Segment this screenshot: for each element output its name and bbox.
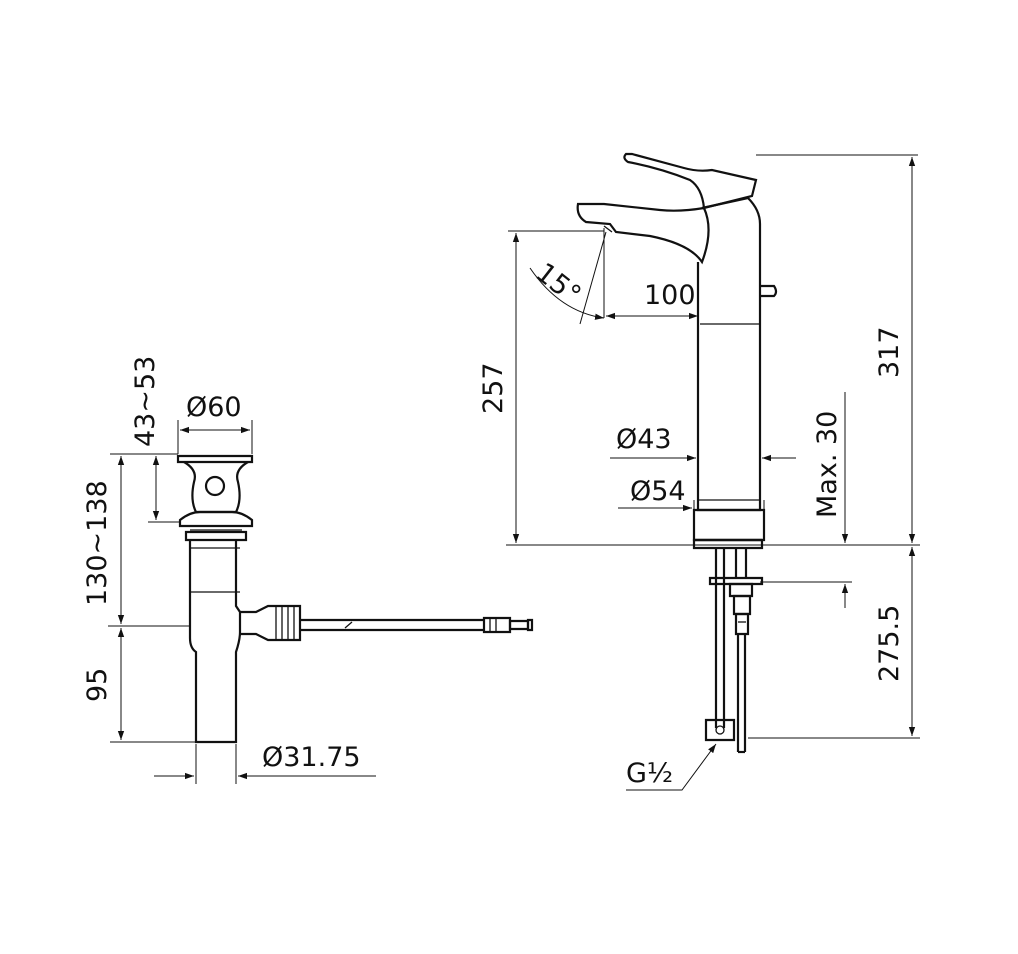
drain-dim-height-label: 130~138 (82, 480, 113, 606)
faucet-dim-reach-label: 100 (644, 280, 696, 311)
drain-dim-bottom-label: 95 (82, 668, 113, 702)
faucet-dim-angle-label: 15° (530, 257, 587, 311)
faucet-dim-body-diameter-label: Ø43 (616, 424, 672, 455)
faucet-dim-max-thickness-label: Max. 30 (812, 411, 843, 518)
faucet-dim-spout-height-label: 257 (478, 362, 509, 414)
faucet-dim-base-diameter-label: Ø54 (630, 476, 686, 507)
drain-dim-top-label: 43~53 (130, 356, 161, 447)
faucet-assembly: 15° 100 257 317 Ø43 Ø54 Max. 30 275.5 G½ (478, 152, 920, 791)
drain-dim-diameter-top-label: Ø60 (186, 392, 242, 423)
drain-dim-diameter-pipe-label: Ø31.75 (262, 742, 361, 773)
drain-assembly: 43~53 130~138 95 Ø60 Ø31.75 (82, 356, 534, 784)
faucet-dim-hose-length-label: 275.5 (874, 605, 905, 682)
faucet-dim-thread-label: G½ (626, 758, 673, 789)
faucet-dim-total-height-label: 317 (874, 326, 905, 378)
